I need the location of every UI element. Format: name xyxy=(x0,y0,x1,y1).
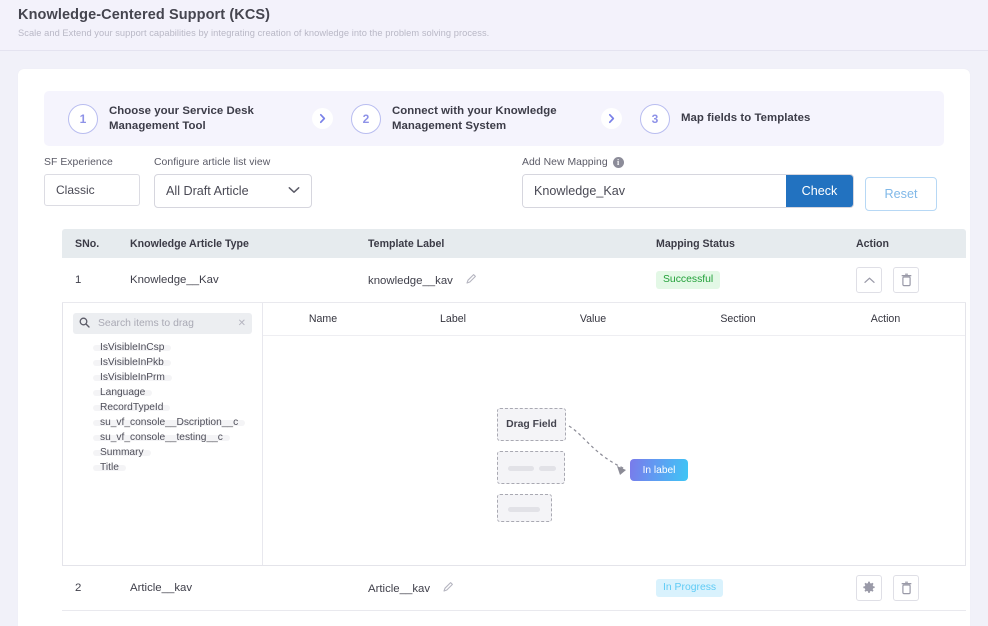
step-2-label: Connect with your Knowledge Management S… xyxy=(392,104,557,132)
mapping-canvas-panel: Name Label Value Section Action Drag Fie… xyxy=(263,303,965,565)
row-2-status-cell: In Progress xyxy=(656,579,856,597)
mapping-table: SNo. Knowledge Article Type Template Lab… xyxy=(62,229,966,611)
gear-icon[interactable] xyxy=(856,575,882,601)
sf-experience-control: SF Experience Classic xyxy=(44,157,140,206)
column-header-action: Action xyxy=(856,237,889,250)
edit-pencil-icon[interactable] xyxy=(442,581,454,596)
list-item[interactable]: su_vf_console__Dscription__c xyxy=(93,417,246,428)
stepper-step-1[interactable]: 1 Choose your Service Desk Management To… xyxy=(68,103,312,134)
check-button[interactable]: Check xyxy=(786,175,853,207)
chevron-down-icon xyxy=(288,186,300,197)
chevron-right-icon-2 xyxy=(601,108,622,129)
row-1-article-type: Knowledge__Kav xyxy=(130,274,219,286)
row-1-template-label-cell: knowledge__kav xyxy=(368,273,656,288)
step-1-number: 1 xyxy=(68,103,98,134)
panel-column-section: Section xyxy=(720,313,756,325)
drag-items-panel: ✕ IsVisibleInCsp IsVisibleInPkb IsVisibl… xyxy=(63,303,263,565)
page-subtitle: Scale and Extend your support capabiliti… xyxy=(18,28,490,38)
sf-experience-label: SF Experience xyxy=(44,157,113,168)
drag-field-placeholder[interactable]: Drag Field xyxy=(497,408,566,441)
panel-header-row: Name Label Value Section Action xyxy=(263,303,965,336)
step-2-number: 2 xyxy=(351,103,381,134)
trash-icon[interactable] xyxy=(893,267,920,293)
column-header-status: Mapping Status xyxy=(656,237,735,250)
field-placeholder-3 xyxy=(497,494,552,522)
step-3-label: Map fields to Templates xyxy=(681,112,811,124)
row-2-template-label-cell: Article__kav xyxy=(368,581,656,596)
placeholder-bar xyxy=(539,466,556,471)
row-2-actions xyxy=(856,575,966,601)
stepper-step-3[interactable]: 3 Map fields to Templates xyxy=(640,103,860,134)
field-mapping-panel: ✕ IsVisibleInCsp IsVisibleInPkb IsVisibl… xyxy=(62,303,966,566)
main-card: 1 Choose your Service Desk Management To… xyxy=(18,69,970,626)
add-new-mapping-input[interactable] xyxy=(523,175,786,207)
list-item[interactable]: Title xyxy=(93,462,126,473)
row-2-article-type: Article__kav xyxy=(130,582,193,594)
edit-pencil-icon[interactable] xyxy=(465,273,477,288)
add-new-mapping-control: Add New Mapping i Check Reset xyxy=(522,157,937,211)
page-header: Knowledge-Centered Support (KCS) Scale a… xyxy=(0,0,988,51)
list-item[interactable]: RecordTypeId xyxy=(93,402,171,413)
step-3-number: 3 xyxy=(640,103,670,134)
list-item[interactable]: Summary xyxy=(93,447,151,458)
column-header-sno: SNo. xyxy=(75,237,100,250)
placeholder-bar xyxy=(508,466,534,471)
column-header-type: Knowledge Article Type xyxy=(130,237,249,250)
list-item[interactable]: IsVisibleInPkb xyxy=(93,357,171,368)
search-icon xyxy=(79,315,90,333)
page-title: Knowledge-Centered Support (KCS) xyxy=(18,7,271,23)
row-1-sno: 1 xyxy=(75,274,82,286)
step-1-label: Choose your Service Desk Management Tool xyxy=(109,104,254,132)
panel-column-label: Label xyxy=(440,313,466,325)
row-1-template-label: knowledge__kav xyxy=(368,274,453,287)
row-1-status-cell: Successful xyxy=(656,271,856,289)
drag-items-list: IsVisibleInCsp IsVisibleInPkb IsVisibleI… xyxy=(73,342,262,480)
field-placeholder-2 xyxy=(497,451,565,484)
status-badge: In Progress xyxy=(656,579,724,597)
controls-row: SF Experience Classic Configure article … xyxy=(44,157,944,217)
list-item[interactable]: IsVisibleInPrm xyxy=(93,372,172,383)
status-badge: Successful xyxy=(656,271,721,289)
close-icon[interactable]: ✕ xyxy=(237,318,246,329)
trash-icon[interactable] xyxy=(893,575,920,601)
list-item[interactable]: su_vf_console__testing__c xyxy=(93,432,230,443)
table-header-row: SNo. Knowledge Article Type Template Lab… xyxy=(62,229,966,258)
panel-column-value: Value xyxy=(579,313,607,325)
article-list-view-select[interactable]: All Draft Article xyxy=(154,174,312,208)
search-items-box[interactable]: ✕ xyxy=(73,313,252,334)
row-2-sno: 2 xyxy=(75,582,82,594)
sf-experience-value: Classic xyxy=(44,174,140,206)
search-input[interactable] xyxy=(96,317,235,330)
table-row[interactable]: 1 Knowledge__Kav knowledge__kav Successf… xyxy=(62,258,966,303)
chevron-up-icon[interactable] xyxy=(856,267,882,293)
list-item[interactable]: IsVisibleInCsp xyxy=(93,342,172,353)
column-header-label: Template Label xyxy=(368,237,445,250)
info-icon[interactable]: i xyxy=(612,157,624,168)
stepper-step-2[interactable]: 2 Connect with your Knowledge Management… xyxy=(351,103,601,134)
stepper: 1 Choose your Service Desk Management To… xyxy=(44,91,944,146)
list-item[interactable]: Language xyxy=(93,387,153,398)
row-2-template-label: Article__kav xyxy=(368,582,431,595)
article-list-view-label: Configure article list view xyxy=(154,157,271,168)
article-list-view-control: Configure article list view All Draft Ar… xyxy=(154,157,312,208)
reset-button[interactable]: Reset xyxy=(865,177,937,211)
row-1-actions xyxy=(856,267,966,293)
placeholder-bar xyxy=(508,507,540,512)
panel-column-action: Action xyxy=(870,313,901,325)
drag-arrow-icon xyxy=(568,425,626,475)
drop-canvas[interactable]: Drag Field In label xyxy=(263,336,965,564)
article-list-view-value: All Draft Article xyxy=(166,184,249,198)
table-row[interactable]: 2 Article__kav Article__kav In Progress xyxy=(62,566,966,611)
add-new-mapping-input-group: Check xyxy=(522,174,854,208)
chevron-right-icon-1 xyxy=(312,108,333,129)
in-label-chip[interactable]: In label xyxy=(630,459,688,481)
add-new-mapping-label: Add New Mapping xyxy=(522,157,608,168)
panel-column-name: Name xyxy=(308,313,338,325)
